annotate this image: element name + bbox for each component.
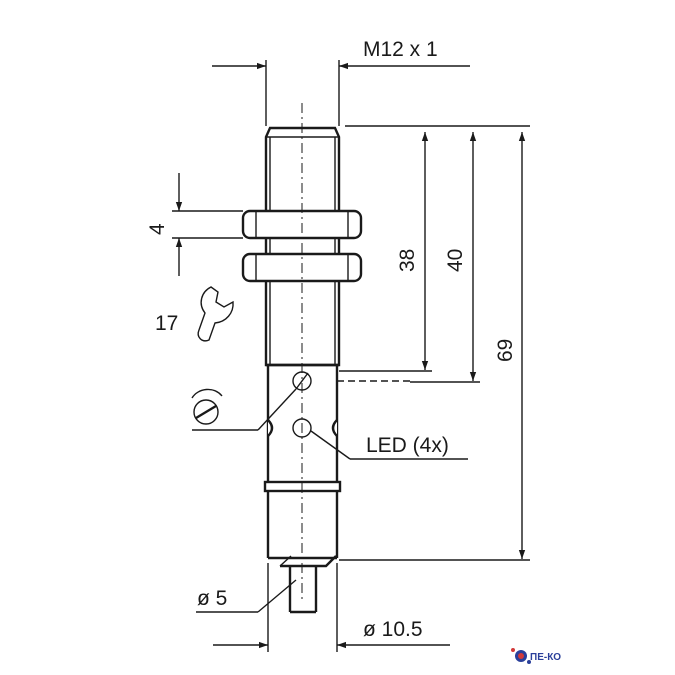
cable-diameter-label: ø 5 bbox=[197, 587, 227, 610]
body-diameter-dimension: ø 10.5 bbox=[213, 563, 450, 652]
length-40-dimension: 40 bbox=[410, 132, 480, 383]
total-length-dimension: 69 bbox=[339, 132, 530, 561]
brand-logo: ПЕ-КО bbox=[511, 648, 561, 664]
total-length-label: 69 bbox=[494, 339, 517, 362]
nut-thickness-dimension: 4 bbox=[146, 173, 243, 276]
potentiometer-icon bbox=[191, 388, 223, 425]
body-diameter-label: ø 10.5 bbox=[363, 618, 423, 641]
wrench-icon bbox=[197, 286, 234, 342]
gear-icon bbox=[511, 648, 531, 664]
led-callout: LED (4x) bbox=[310, 430, 468, 460]
wrench-size-label: 17 bbox=[155, 312, 178, 335]
thread-length-label: 38 bbox=[396, 249, 419, 272]
thread-label: M12 x 1 bbox=[363, 38, 438, 61]
length-40-label: 40 bbox=[444, 249, 467, 272]
nut-thickness-label: 4 bbox=[146, 223, 169, 235]
thread-dimension: M12 x 1 bbox=[212, 38, 470, 126]
thread-length-dimension: 38 bbox=[339, 132, 432, 372]
led-label: LED (4x) bbox=[366, 434, 449, 457]
led-hole bbox=[292, 418, 312, 438]
logo-text: ПЕ-КО bbox=[530, 652, 561, 663]
cable-diameter-dimension: ø 5 bbox=[196, 579, 297, 613]
wrench-size-dimension: 17 bbox=[155, 286, 234, 342]
potentiometer-hole bbox=[292, 371, 312, 391]
